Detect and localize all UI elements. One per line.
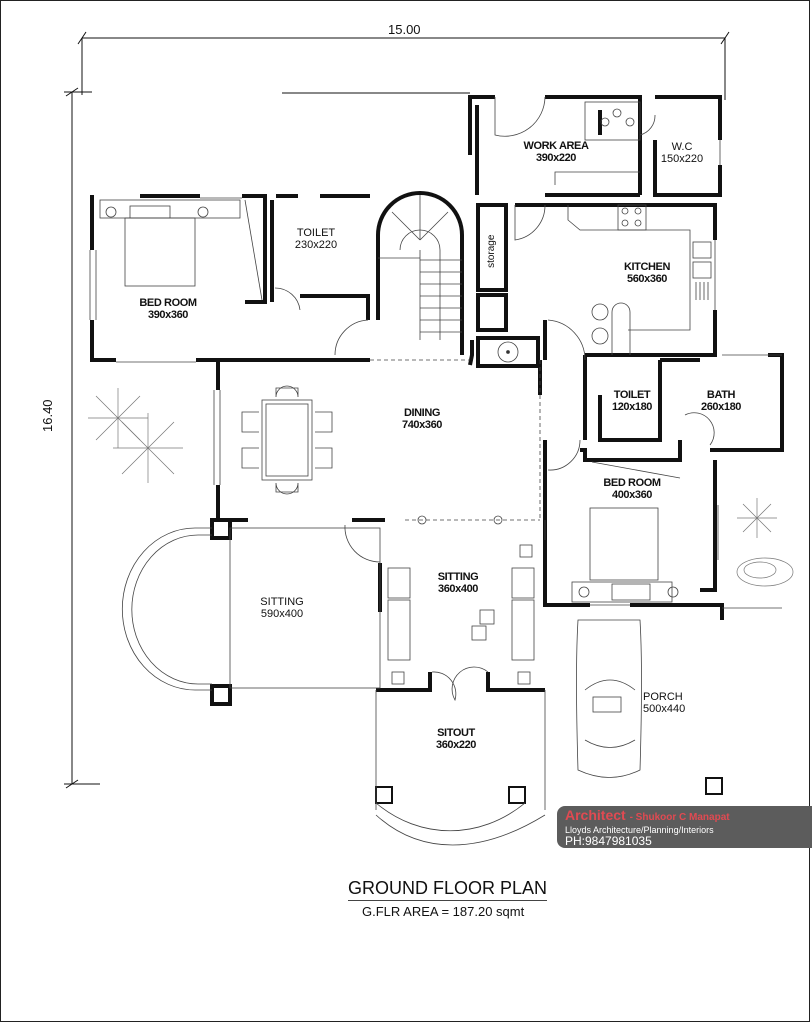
- stamp-role: Architect: [565, 807, 626, 823]
- stamp-name: - Shukoor C Manapat: [629, 812, 730, 823]
- tree-icon: [88, 388, 794, 587]
- dimension-width-line: [77, 31, 730, 100]
- stamp-phone: PH:9847981035: [565, 834, 652, 848]
- area-label: G.FLR AREA = 187.20 sqmt: [362, 904, 525, 919]
- room-storage: storage: [485, 234, 497, 268]
- stamp-firm: Lloyds Architecture/Planning/Interiors: [565, 825, 714, 835]
- car-icon: [576, 619, 642, 778]
- dimension-width: 15.00: [388, 22, 421, 37]
- architect-stamp: Architect - Shukoor C Manapat Lloyds Arc…: [557, 806, 812, 848]
- dimension-depth-line: [64, 87, 470, 789]
- dimension-depth: 16.40: [40, 399, 55, 432]
- drawing-title: GROUND FLOOR PLAN: [348, 878, 548, 901]
